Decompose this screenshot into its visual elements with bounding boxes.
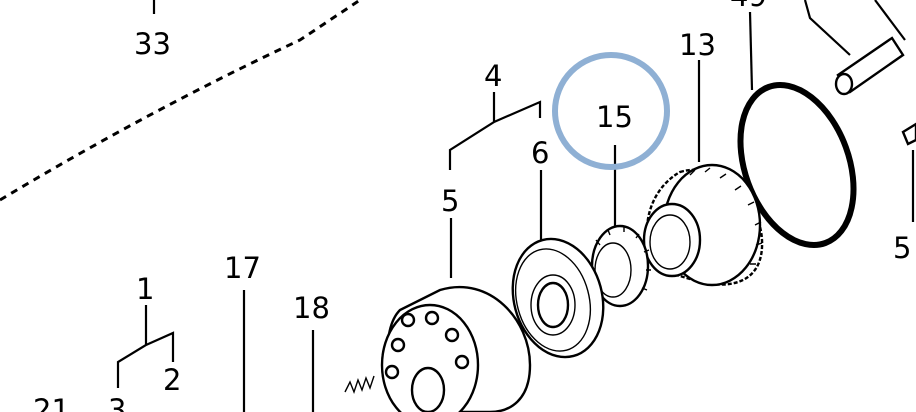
- small-pin-part: [901, 122, 916, 146]
- gear-part: [642, 163, 764, 287]
- callout-49: 49: [730, 0, 767, 13]
- highlight-circle: [552, 52, 670, 170]
- callout-4: 4: [484, 59, 502, 93]
- leader-4-bracket: [448, 92, 542, 170]
- spring-part: [344, 375, 375, 395]
- callout-2: 2: [163, 363, 181, 397]
- leader-1-bracket: [116, 305, 175, 388]
- callout-1: 1: [136, 272, 154, 306]
- callout-5: 5: [441, 184, 459, 218]
- callout-17: 17: [224, 251, 261, 285]
- pin-leader-lines: [803, 0, 906, 56]
- callout-5-right: 5: [893, 231, 911, 265]
- callout-21: 21: [33, 393, 70, 412]
- callout-3: 3: [108, 393, 126, 412]
- housing-outline-dashed: [0, 0, 361, 202]
- thrust-washer-part: [511, 237, 605, 359]
- callout-15: 15: [596, 100, 633, 134]
- leader-49: [748, 11, 754, 91]
- callout-33: 33: [134, 27, 171, 61]
- o-ring-part: [737, 82, 857, 248]
- callout-13: 13: [679, 28, 716, 62]
- pin-part: [834, 36, 905, 96]
- carrier-part: [380, 285, 532, 412]
- callout-18: 18: [293, 291, 330, 325]
- ring-gear-part: [590, 224, 651, 308]
- callout-6: 6: [531, 136, 549, 170]
